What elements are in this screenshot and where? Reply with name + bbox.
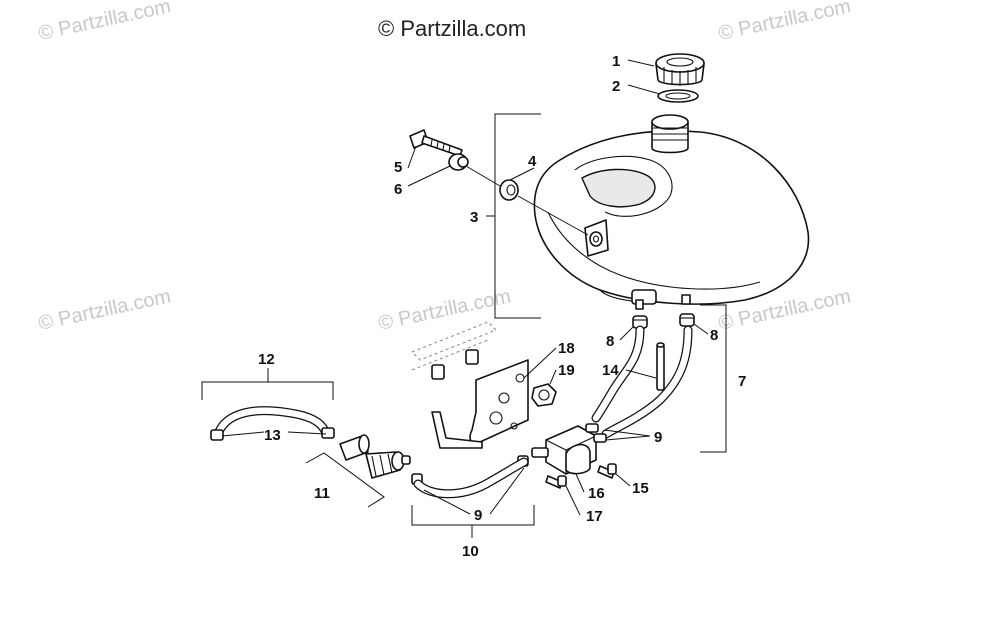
bracket-12 [201,381,334,400]
clamp-right [679,313,695,327]
callout-2: 2 [612,78,620,95]
bracket-7 [700,304,727,453]
callout-8-right: 8 [710,327,718,344]
callout-15: 15 [632,480,649,497]
clamp-13b [321,427,335,439]
callout-17: 17 [586,508,603,525]
bracket-11 [305,452,385,508]
clamp-13a [210,429,224,441]
callout-3: 3 [470,209,478,226]
callout-1: 1 [612,53,620,70]
fuel-filter [365,451,411,479]
fuel-valve [531,423,607,475]
callout-7: 7 [738,373,746,390]
filter-coupling [339,434,370,461]
mounting-bolt [409,129,463,157]
stud-bolts [431,349,479,380]
mounting-plate [411,321,529,449]
callout-12: 12 [258,351,275,368]
screw-17 [545,475,567,489]
callout-8-left: 8 [606,333,614,350]
callout-16: 16 [588,485,605,502]
watermark-top-left: © Partzilla.com [36,0,172,45]
callout-13: 13 [264,427,281,444]
lock-nut [531,383,557,407]
callout-5: 5 [394,159,402,176]
screw-15 [597,463,617,479]
watermark-top-right: © Partzilla.com [716,0,852,45]
fuel-cap [655,53,705,86]
bracket-10 [411,505,535,526]
callout-14: 14 [602,362,619,379]
callout-9-right: 9 [654,429,662,446]
fuel-tank [533,114,810,310]
cap-gasket [657,89,699,103]
bushing [448,153,469,171]
callout-10: 10 [462,543,479,560]
callout-6: 6 [394,181,402,198]
watermark-top: © Partzilla.com [378,16,526,41]
callout-9-lower: 9 [474,507,482,524]
grommet [499,179,519,201]
watermark-mid-center: © Partzilla.com [376,285,512,335]
watermark-mid-left: © Partzilla.com [36,285,172,335]
callout-11: 11 [314,485,330,502]
callout-18: 18 [558,340,575,357]
callout-19: 19 [558,362,575,379]
vent-tube [656,342,665,391]
callout-4: 4 [528,153,537,170]
